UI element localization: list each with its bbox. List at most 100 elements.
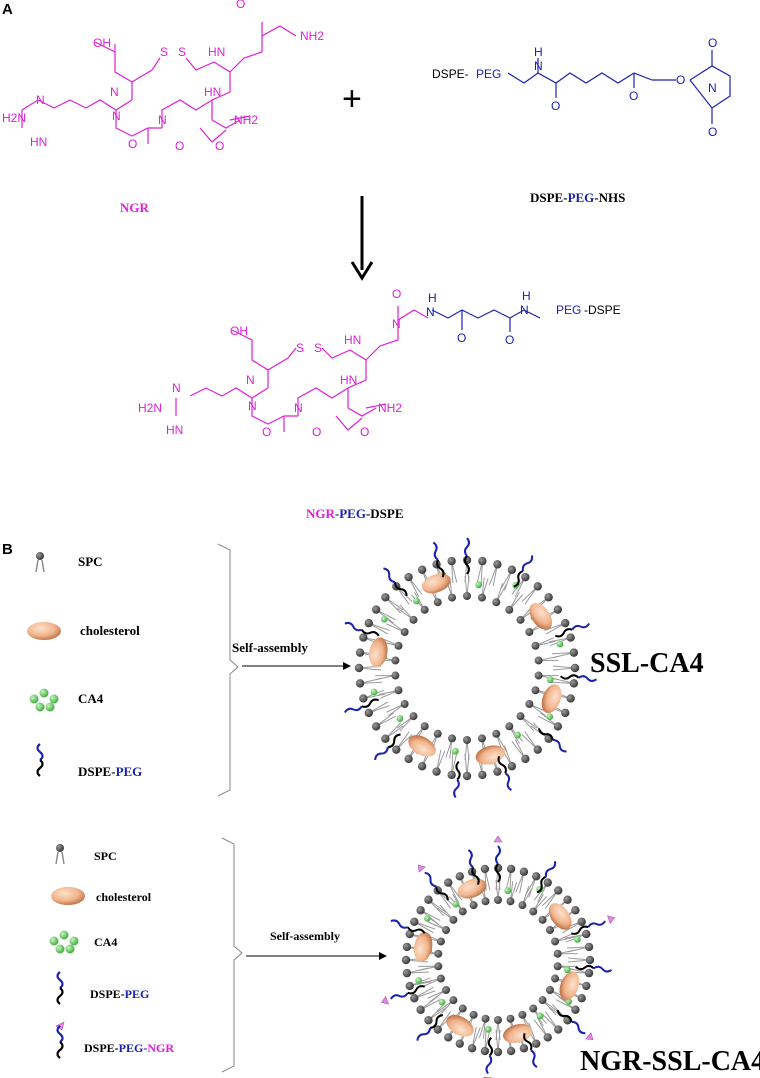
dspe-anchor bbox=[435, 886, 449, 901]
ca4-molecule bbox=[536, 1012, 544, 1020]
lipid-head bbox=[554, 1025, 563, 1034]
lipid-head bbox=[355, 679, 365, 688]
peg-chain bbox=[344, 621, 363, 632]
lipid-head bbox=[444, 1033, 453, 1042]
bottom-legend: SPC cholesterol CA4 DSPE-PEG DSPE-PEG-NG… bbox=[49, 844, 174, 1059]
spc-icon bbox=[55, 844, 65, 865]
lipid-head bbox=[401, 955, 411, 965]
cholesterol-molecule bbox=[529, 603, 553, 630]
lipid-head bbox=[545, 986, 554, 994]
svg-text:N: N bbox=[294, 401, 303, 415]
svg-text:N: N bbox=[426, 305, 435, 319]
lipid-head bbox=[469, 901, 478, 910]
dspe-anchor bbox=[559, 674, 580, 680]
lipid-head bbox=[402, 942, 412, 952]
lipid-head bbox=[405, 981, 414, 991]
svg-text:N: N bbox=[110, 85, 119, 99]
dspe-anchor bbox=[495, 863, 501, 883]
lipid-head bbox=[519, 1044, 529, 1053]
lipid-head bbox=[505, 605, 514, 614]
cholesterol-molecule bbox=[559, 971, 580, 1001]
plus-sign: + bbox=[342, 80, 362, 118]
svg-text:O: O bbox=[392, 287, 401, 301]
lipid-head bbox=[392, 745, 401, 754]
lipid-head bbox=[400, 628, 409, 636]
svg-text:NH2: NH2 bbox=[300, 29, 324, 43]
lipid-head bbox=[449, 996, 458, 1005]
lipid-head bbox=[516, 712, 525, 721]
dspe-anchor bbox=[455, 760, 461, 781]
lipid-head bbox=[433, 1025, 442, 1034]
svg-text:NH2: NH2 bbox=[378, 401, 402, 415]
lipid-head bbox=[538, 915, 547, 924]
cholesterol-molecule bbox=[413, 931, 433, 962]
lipid-head bbox=[448, 734, 457, 743]
lipid-head bbox=[432, 767, 441, 776]
ngr-peg-dspe-structure: OH S S HN O N N HN H2N N HN N N O O O NH… bbox=[138, 287, 621, 439]
ca4-molecule bbox=[396, 715, 404, 722]
cholesterol-molecule bbox=[408, 735, 436, 757]
dspe-anchor bbox=[360, 629, 380, 637]
svg-text:H2N: H2N bbox=[138, 401, 162, 415]
cholesterol-molecule bbox=[541, 684, 562, 714]
lipid-head bbox=[434, 949, 443, 958]
lipid-head bbox=[543, 1033, 552, 1042]
ca4-molecule bbox=[514, 731, 521, 739]
lipid-head bbox=[566, 694, 575, 703]
panel-a-label: A bbox=[2, 1, 13, 18]
svg-text:N: N bbox=[158, 113, 167, 127]
lipid-head bbox=[420, 605, 429, 614]
dspe-anchor bbox=[513, 570, 524, 588]
peg-chain bbox=[390, 992, 409, 1000]
svg-text:S: S bbox=[160, 45, 168, 59]
lipid-head bbox=[531, 641, 540, 650]
ca4-molecule bbox=[556, 640, 564, 648]
top-legend-spc-label: SPC bbox=[78, 554, 103, 569]
lipid-head bbox=[458, 907, 467, 916]
dspe-anchor bbox=[536, 875, 547, 894]
bottom-arrow-label: Self-assembly bbox=[270, 929, 340, 943]
dspe-anchor bbox=[436, 559, 445, 578]
lipid-head bbox=[478, 556, 487, 566]
lipid-head bbox=[434, 962, 443, 971]
svg-text:N: N bbox=[112, 109, 121, 123]
svg-text:O: O bbox=[708, 36, 717, 50]
peg-chain bbox=[464, 537, 470, 557]
lipid-head bbox=[359, 633, 368, 642]
dspe-anchor bbox=[570, 925, 589, 935]
peg-chain bbox=[485, 1055, 493, 1075]
lipid-head bbox=[582, 981, 591, 991]
lipid-head bbox=[458, 1004, 467, 1013]
svg-text:OH: OH bbox=[93, 36, 111, 50]
ca4-molecule bbox=[451, 747, 459, 755]
lipid-head bbox=[477, 593, 486, 602]
ca4-molecule bbox=[546, 713, 554, 721]
ca4-molecule bbox=[484, 1025, 492, 1033]
lipid-head bbox=[447, 556, 456, 566]
peg-chain bbox=[593, 965, 613, 973]
lipid-head bbox=[447, 770, 456, 780]
dspe-peg-icon bbox=[36, 743, 44, 777]
svg-text:S: S bbox=[296, 341, 304, 355]
lipid-head bbox=[417, 565, 427, 574]
lipid-head bbox=[553, 962, 562, 971]
lipid-head bbox=[553, 605, 563, 614]
peg-chain bbox=[467, 849, 474, 869]
svg-text:O: O bbox=[360, 425, 369, 439]
lipid-head bbox=[561, 618, 570, 628]
lipid-head bbox=[569, 679, 579, 688]
lipid-head bbox=[507, 762, 517, 771]
lipid-head bbox=[544, 593, 553, 602]
ca4-molecule bbox=[504, 887, 512, 895]
lipid-head bbox=[577, 994, 586, 1003]
lipid-head bbox=[410, 917, 419, 926]
bottom-legend-spc-label: SPC bbox=[94, 849, 117, 863]
dspe-anchor bbox=[429, 1014, 444, 1029]
bottom-legend-dspe-peg-label: DSPE-PEG bbox=[90, 987, 149, 1001]
peg-chain bbox=[521, 555, 534, 572]
lipid-head bbox=[354, 663, 364, 673]
bottom-bracket bbox=[221, 837, 243, 1073]
lipid-head bbox=[381, 734, 390, 743]
peg-chain bbox=[578, 675, 598, 682]
lipid-head bbox=[359, 694, 368, 703]
